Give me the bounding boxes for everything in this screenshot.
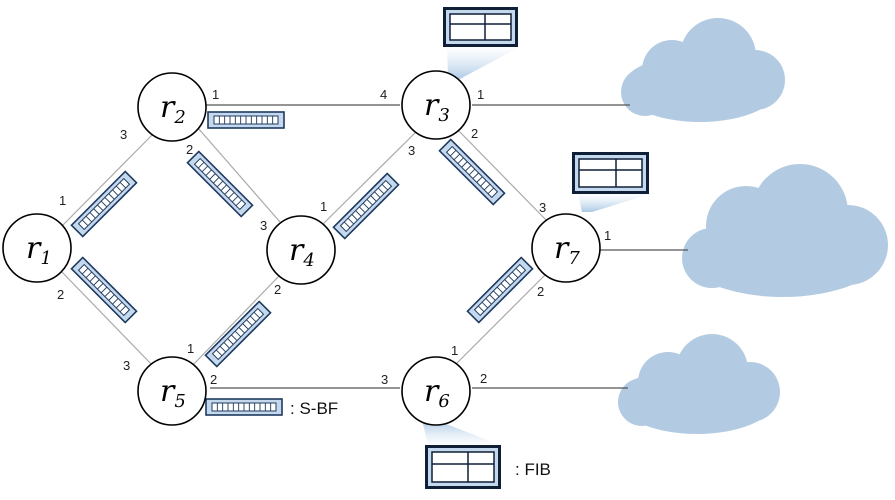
svg-text:r2: r2 — [160, 90, 186, 128]
sbf-legend-icon — [205, 398, 283, 416]
fib-glow — [578, 194, 650, 212]
port-label: 2 — [480, 371, 487, 386]
sbf-icon — [438, 138, 506, 206]
legend-sbf-label: : S-BF — [290, 399, 338, 418]
fib-table-icon — [425, 445, 501, 489]
port-label: 1 — [59, 193, 66, 208]
port-label: 1 — [187, 341, 194, 356]
port-label: 3 — [120, 127, 127, 142]
port-label: 3 — [408, 143, 415, 158]
link-r4-r5 — [189, 274, 281, 369]
link-r6-r7 — [454, 271, 549, 366]
node-r1: r1 — [2, 213, 72, 283]
sbf-icon — [70, 256, 138, 324]
link-r1-r5 — [59, 269, 156, 369]
cloud-icon — [618, 334, 780, 434]
port-label: 3 — [260, 218, 267, 233]
svg-text:r3: r3 — [424, 88, 450, 126]
port-label: 2 — [210, 372, 217, 387]
port-label: 3 — [381, 372, 388, 387]
sbf-icon — [70, 170, 138, 238]
fib-glow — [447, 48, 518, 80]
port-label: 1 — [477, 87, 484, 102]
port-label: 1 — [212, 87, 219, 102]
port-label: 4 — [380, 87, 387, 102]
sbf-icon — [207, 111, 285, 129]
port-label: 2 — [274, 282, 281, 297]
port-label: 2 — [186, 142, 193, 157]
port-labels: 1 3 2 3 1 4 2 3 3 1 2 3 2 1 2 3 1 2 1 1 … — [57, 87, 611, 387]
port-label: 3 — [539, 200, 546, 215]
links — [59, 104, 688, 389]
fib-glow — [422, 420, 500, 445]
sbf-icon — [466, 256, 534, 324]
node-r6: r6 — [401, 356, 471, 426]
link-r2-r4 — [197, 127, 281, 223]
port-label: 1 — [320, 199, 327, 214]
cloud-icon — [682, 164, 888, 297]
legend-fib-label: : FIB — [515, 460, 551, 479]
port-label: 3 — [123, 358, 130, 373]
port-label: 1 — [604, 228, 611, 243]
cloud-icon — [621, 18, 785, 122]
link-r1-r2 — [59, 131, 156, 229]
link-r3-r7 — [455, 127, 549, 223]
port-label: 2 — [537, 284, 544, 299]
node-r2: r2 — [137, 72, 207, 142]
sbf-icon — [332, 172, 400, 240]
svg-text:r5: r5 — [160, 374, 186, 412]
port-label: 2 — [57, 287, 64, 302]
fib-table-icon — [443, 7, 518, 47]
port-label: 2 — [471, 126, 478, 141]
svg-text:r6: r6 — [424, 374, 450, 412]
svg-text:r7: r7 — [554, 231, 580, 269]
node-r3: r3 — [401, 70, 471, 140]
node-r7: r7 — [531, 213, 601, 283]
sbf-icon — [204, 300, 272, 368]
port-label: 1 — [451, 343, 458, 358]
svg-text:r4: r4 — [289, 233, 315, 271]
node-r5: r5 — [137, 356, 207, 426]
node-r4: r4 — [266, 215, 336, 285]
sbf-icon — [186, 150, 254, 218]
fib-table-icon — [572, 152, 649, 194]
link-r3-r4 — [321, 129, 419, 226]
sbf-layer — [70, 111, 534, 416]
svg-text:r1: r1 — [26, 231, 52, 269]
